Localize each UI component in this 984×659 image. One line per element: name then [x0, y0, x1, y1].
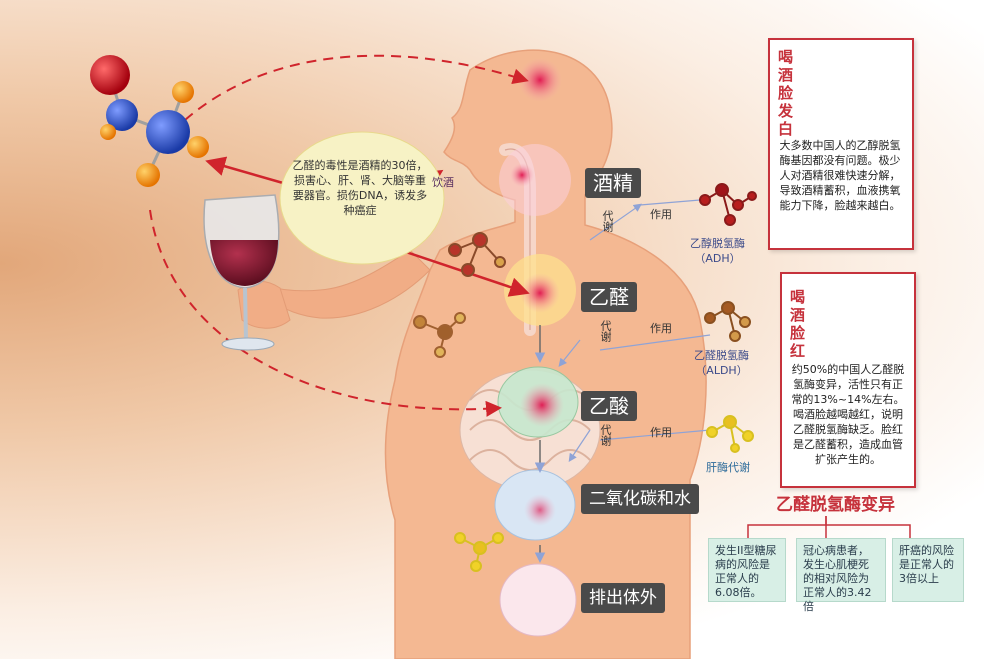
- metabolism-label-3: 代谢: [599, 424, 612, 446]
- molecule-icon: [90, 55, 209, 187]
- stage-acetic-acid: 乙酸: [581, 391, 637, 421]
- stage-excrete: 排出体外: [581, 583, 665, 613]
- enzyme-aldh-icon: [704, 301, 751, 342]
- action-label-2: 作用: [650, 322, 672, 335]
- dashed-curve-brain: [184, 54, 529, 121]
- enzyme-aldh-label: 乙醛脱氢酶（ALDH）: [694, 349, 749, 377]
- enzyme-adh-icon: [699, 183, 757, 226]
- panel-red-face: 喝酒脸红 约50%的中国人乙醛脱氢酶变异，活性只有正常的13%~14%左右。喝酒…: [780, 272, 916, 488]
- enzyme-adh-label: 乙醇脱氢酶（ADH）: [690, 237, 745, 265]
- stage-acetaldehyde: 乙醛: [581, 282, 637, 312]
- variant-connectors: [747, 516, 911, 538]
- risk-heart: 冠心病患者，发生心肌梗死的相对风险为正常人的3.42倍: [796, 538, 886, 613]
- drink-label: 饮酒: [432, 176, 454, 189]
- metabolism-label-2: 代谢: [599, 320, 612, 342]
- toxicity-text: 乙醛的毒性是酒精的30倍，损害心、肝、肾、大脑等重要器官。损伤DNA，诱发多种癌…: [292, 159, 428, 217]
- panel-red-title: 喝酒脸红: [790, 288, 806, 360]
- panel-red-body: 约50%的中国人乙醛脱氢酶变异，活性只有正常的13%~14%左右。喝酒脸越喝越红…: [791, 363, 905, 466]
- variant-title: 乙醛脱氢酶变异: [776, 495, 895, 515]
- risk-diabetes: 发生II型糖尿病的风险是正常人的6.08倍。: [708, 538, 786, 602]
- action-label-3: 作用: [650, 426, 672, 439]
- risk-liver-cancer: 肝癌的风险是正常人的3倍以上: [892, 538, 964, 602]
- metabolism-label-1: 代谢: [601, 210, 614, 232]
- panel-pale-face: 喝酒脸发白 大多数中国人的乙醇脱氢酶基因都没有问题。极少人对酒精很难快速分解，导…: [768, 38, 914, 250]
- liver-enzyme-icon: [706, 415, 754, 453]
- panel-pale-body: 大多数中国人的乙醇脱氢酶基因都没有问题。极少人对酒精很难快速分解，导致酒精蓄积，…: [779, 139, 901, 212]
- molecule-small-icon: [413, 312, 466, 358]
- molecule-small-icon: [448, 232, 506, 277]
- brain-hotspot: [518, 58, 562, 102]
- molecule-small-icon: [454, 532, 504, 572]
- stage-co2-water: 二氧化碳和水: [581, 484, 699, 514]
- toxicity-bubble: [279, 131, 445, 265]
- wine-glass-icon: [203, 194, 280, 351]
- panel-pale-title: 喝酒脸发白: [778, 48, 794, 138]
- stage-alcohol: 酒精: [585, 168, 641, 198]
- dashed-curve-liver: [149, 209, 502, 417]
- action-label-1: 作用: [650, 208, 672, 221]
- liver-enzyme-label: 肝酶代谢: [706, 461, 750, 474]
